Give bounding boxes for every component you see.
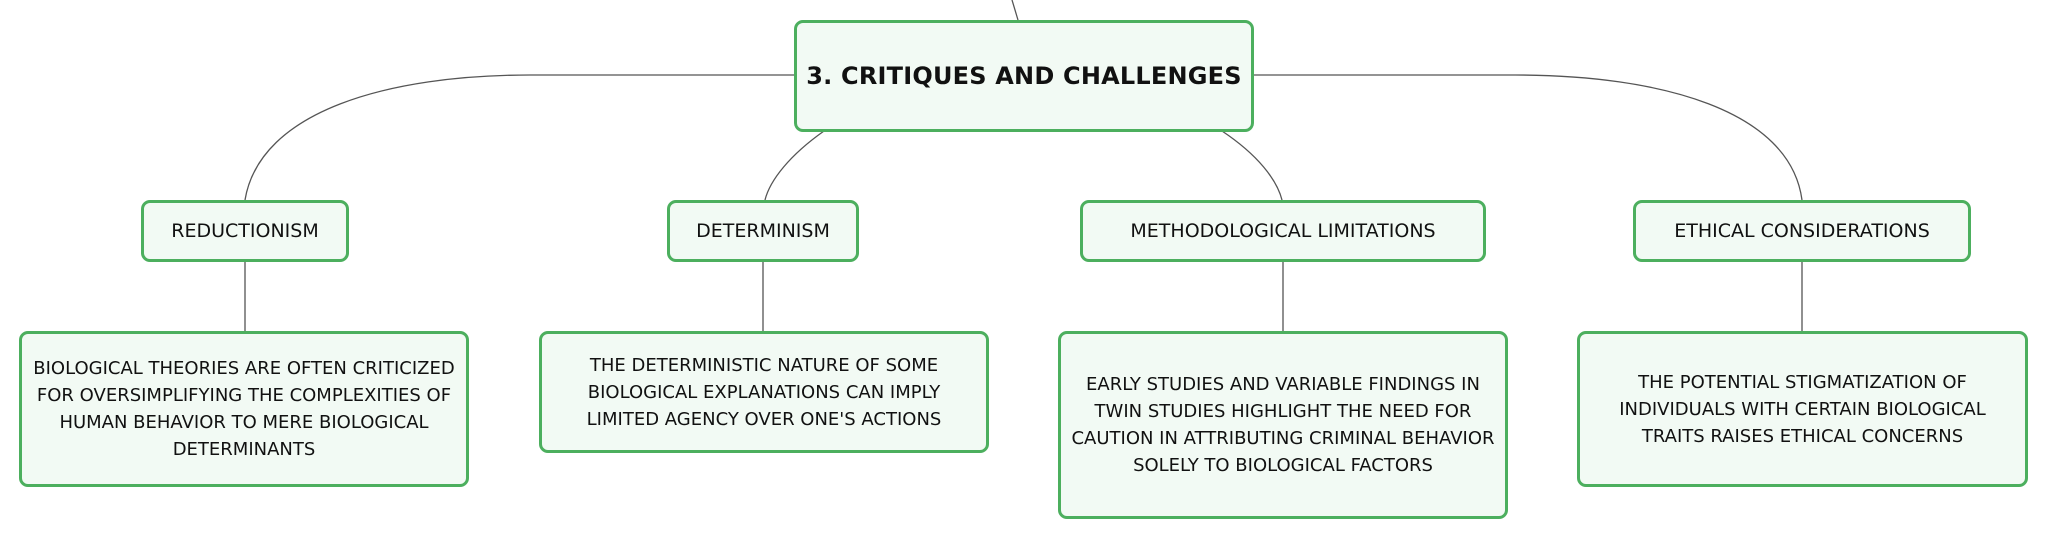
root-node-label: 3. CRITIQUES AND CHALLENGES <box>806 62 1242 90</box>
description-text: BIOLOGICAL THEORIES ARE OFTEN CRITICIZED… <box>33 358 455 460</box>
description-node-methodological-limitations[interactable]: EARLY STUDIES AND VARIABLE FINDINGS IN T… <box>1058 331 1508 519</box>
description-text: EARLY STUDIES AND VARIABLE FINDINGS IN T… <box>1071 374 1495 476</box>
topic-node-label: REDUCTIONISM <box>171 220 319 242</box>
topic-node-reductionism[interactable]: REDUCTIONISM <box>141 200 349 262</box>
topic-node-methodological-limitations[interactable]: METHODOLOGICAL LIMITATIONS <box>1080 200 1486 262</box>
topic-node-label: DETERMINISM <box>696 220 830 242</box>
topic-node-determinism[interactable]: DETERMINISM <box>667 200 859 262</box>
connector-root-to-ethical <box>1254 74 1803 201</box>
description-text: THE DETERMINISTIC NATURE OF SOME BIOLOGI… <box>586 354 942 430</box>
description-node-determinism[interactable]: THE DETERMINISTIC NATURE OF SOME BIOLOGI… <box>539 331 989 453</box>
description-node-ethical-considerations[interactable]: THE POTENTIAL STIGMATIZATION OF INDIVIDU… <box>1577 331 2028 487</box>
connector-parent-to-root <box>1011 0 1019 21</box>
connector-root-to-methodological <box>1221 130 1283 201</box>
connector-root-to-determinism <box>764 130 825 201</box>
root-node-critiques-and-challenges[interactable]: 3. CRITIQUES AND CHALLENGES <box>794 20 1254 132</box>
topic-node-label: METHODOLOGICAL LIMITATIONS <box>1130 220 1436 242</box>
topic-node-label: ETHICAL CONSIDERATIONS <box>1674 220 1930 242</box>
connector-root-to-reductionism <box>244 74 794 201</box>
description-text: THE POTENTIAL STIGMATIZATION OF INDIVIDU… <box>1619 371 1986 447</box>
description-node-reductionism[interactable]: BIOLOGICAL THEORIES ARE OFTEN CRITICIZED… <box>19 331 469 487</box>
topic-node-ethical-considerations[interactable]: ETHICAL CONSIDERATIONS <box>1633 200 1971 262</box>
